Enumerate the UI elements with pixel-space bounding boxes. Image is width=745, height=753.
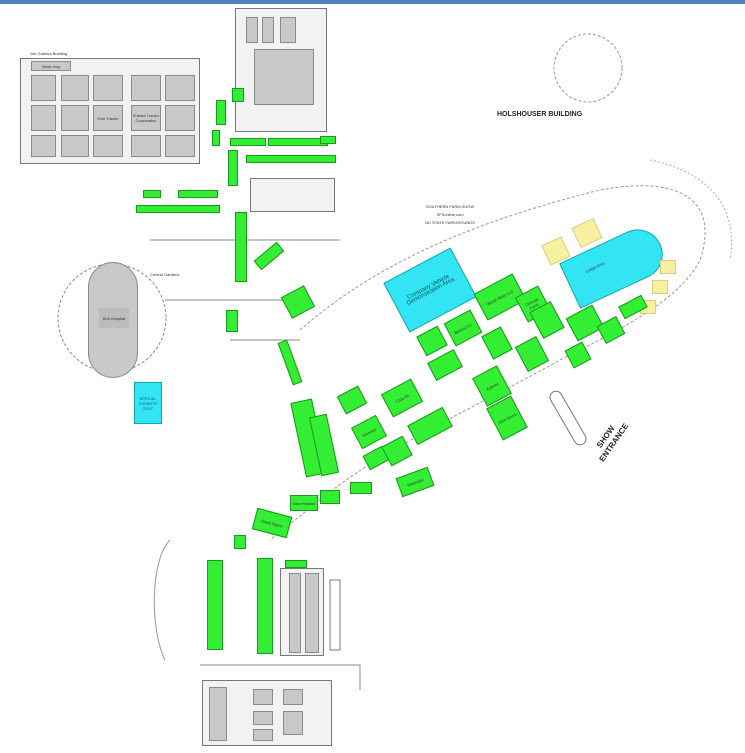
booth[interactable] <box>143 190 161 198</box>
booth[interactable] <box>253 711 273 725</box>
label: New Holland <box>292 500 316 506</box>
booth[interactable] <box>216 100 226 125</box>
booth[interactable] <box>31 135 56 157</box>
booth-strip[interactable] <box>257 558 273 654</box>
booth[interactable] <box>289 573 301 653</box>
booth[interactable] <box>232 88 244 102</box>
booth[interactable] <box>246 155 336 163</box>
booth[interactable] <box>165 75 195 101</box>
booth[interactable] <box>350 482 372 494</box>
title-line: SOUTHERN FARM SHOW <box>425 204 475 209</box>
booth[interactable] <box>31 75 56 101</box>
building[interactable] <box>250 178 335 212</box>
booth[interactable] <box>165 135 195 157</box>
booth[interactable] <box>212 130 220 146</box>
label: SPECIAL EXHIBITS TENT <box>138 395 158 411</box>
booth[interactable] <box>165 105 195 131</box>
booth[interactable] <box>280 17 296 43</box>
label: John Deere <box>496 410 518 426</box>
label: Great Plains <box>260 517 284 529</box>
booth[interactable] <box>31 105 56 131</box>
title-line: NC STATE FAIRGROUNDS <box>425 220 475 225</box>
booth[interactable] <box>228 150 238 186</box>
arena-center: Bull Hospital <box>99 308 129 328</box>
top-center-building[interactable] <box>235 8 327 132</box>
window-top-bar <box>0 0 745 4</box>
booth[interactable] <box>61 135 89 157</box>
label: Lodge Area <box>584 260 606 274</box>
booth[interactable] <box>254 49 314 105</box>
booth[interactable] <box>61 75 89 101</box>
booth[interactable]: New Holland <box>290 495 318 511</box>
booth[interactable] <box>268 138 328 146</box>
booth[interactable] <box>262 17 274 43</box>
label: Kubota <box>485 380 499 392</box>
label: Company Vehicle Demonstration Area <box>406 273 456 307</box>
arena-outline <box>57 263 167 373</box>
booth[interactable] <box>226 310 238 332</box>
label: Mahindra <box>406 476 424 488</box>
jim-graham-label: Jim Graham Building <box>30 51 67 56</box>
label: Vermeer <box>361 426 377 438</box>
booth[interactable] <box>234 535 246 549</box>
label: Case IH <box>394 392 410 404</box>
booth[interactable] <box>283 689 303 705</box>
central-gardens-label: Central Gardens <box>150 272 180 277</box>
label: Bush Hog <box>42 63 60 69</box>
bottom-building[interactable] <box>202 680 332 746</box>
booth[interactable] <box>131 75 161 101</box>
holshouser-label: HOLSHOUSER BUILDING <box>497 111 583 118</box>
booth[interactable] <box>136 205 220 213</box>
booth[interactable] <box>246 17 258 43</box>
booth-strip[interactable] <box>207 560 223 650</box>
label: Kubota Tractor Corporation <box>132 113 160 123</box>
label: Wood-Mizer LLC <box>485 287 515 307</box>
building[interactable] <box>280 568 324 656</box>
booth[interactable] <box>320 490 340 504</box>
booth[interactable] <box>235 212 247 282</box>
booth[interactable] <box>178 190 218 198</box>
booth-bush-hog[interactable]: Bush Hog <box>31 61 71 71</box>
booth[interactable] <box>253 729 273 741</box>
show-title-block: SOUTHERN FARM SHOW SFSonline.com NC STAT… <box>410 203 490 227</box>
booth[interactable] <box>93 135 123 157</box>
booth[interactable] <box>283 711 303 735</box>
booth[interactable] <box>230 138 266 146</box>
reserved-area <box>660 260 676 274</box>
booth-kubota[interactable]: Kubota Tractor Corporation <box>131 105 161 131</box>
booth[interactable] <box>285 560 307 568</box>
booth[interactable] <box>320 136 336 144</box>
reserved-area <box>652 280 668 294</box>
jim-graham-building[interactable]: Bush Hog Kioti Tractor Kubota Tractor Co… <box>20 58 200 164</box>
booth[interactable] <box>305 573 319 653</box>
booth[interactable] <box>253 689 273 705</box>
booth[interactable] <box>209 687 227 741</box>
special-exhibits-tent[interactable]: SPECIAL EXHIBITS TENT <box>134 382 162 424</box>
label: Bobcat Co. <box>453 321 473 335</box>
booth-kioti[interactable]: Kioti Tractor <box>93 105 123 131</box>
label: Jim Graham Building <box>30 51 68 56</box>
title-line: SFSonline.com <box>436 212 464 217</box>
arena[interactable]: Bull Hospital <box>88 262 138 378</box>
holshouser-outline <box>553 33 623 103</box>
booth[interactable] <box>131 135 161 157</box>
label: Kioti Tractor <box>97 115 119 121</box>
label: Bull Hospital <box>102 315 126 321</box>
booth[interactable] <box>93 75 123 101</box>
booth[interactable] <box>61 105 89 131</box>
